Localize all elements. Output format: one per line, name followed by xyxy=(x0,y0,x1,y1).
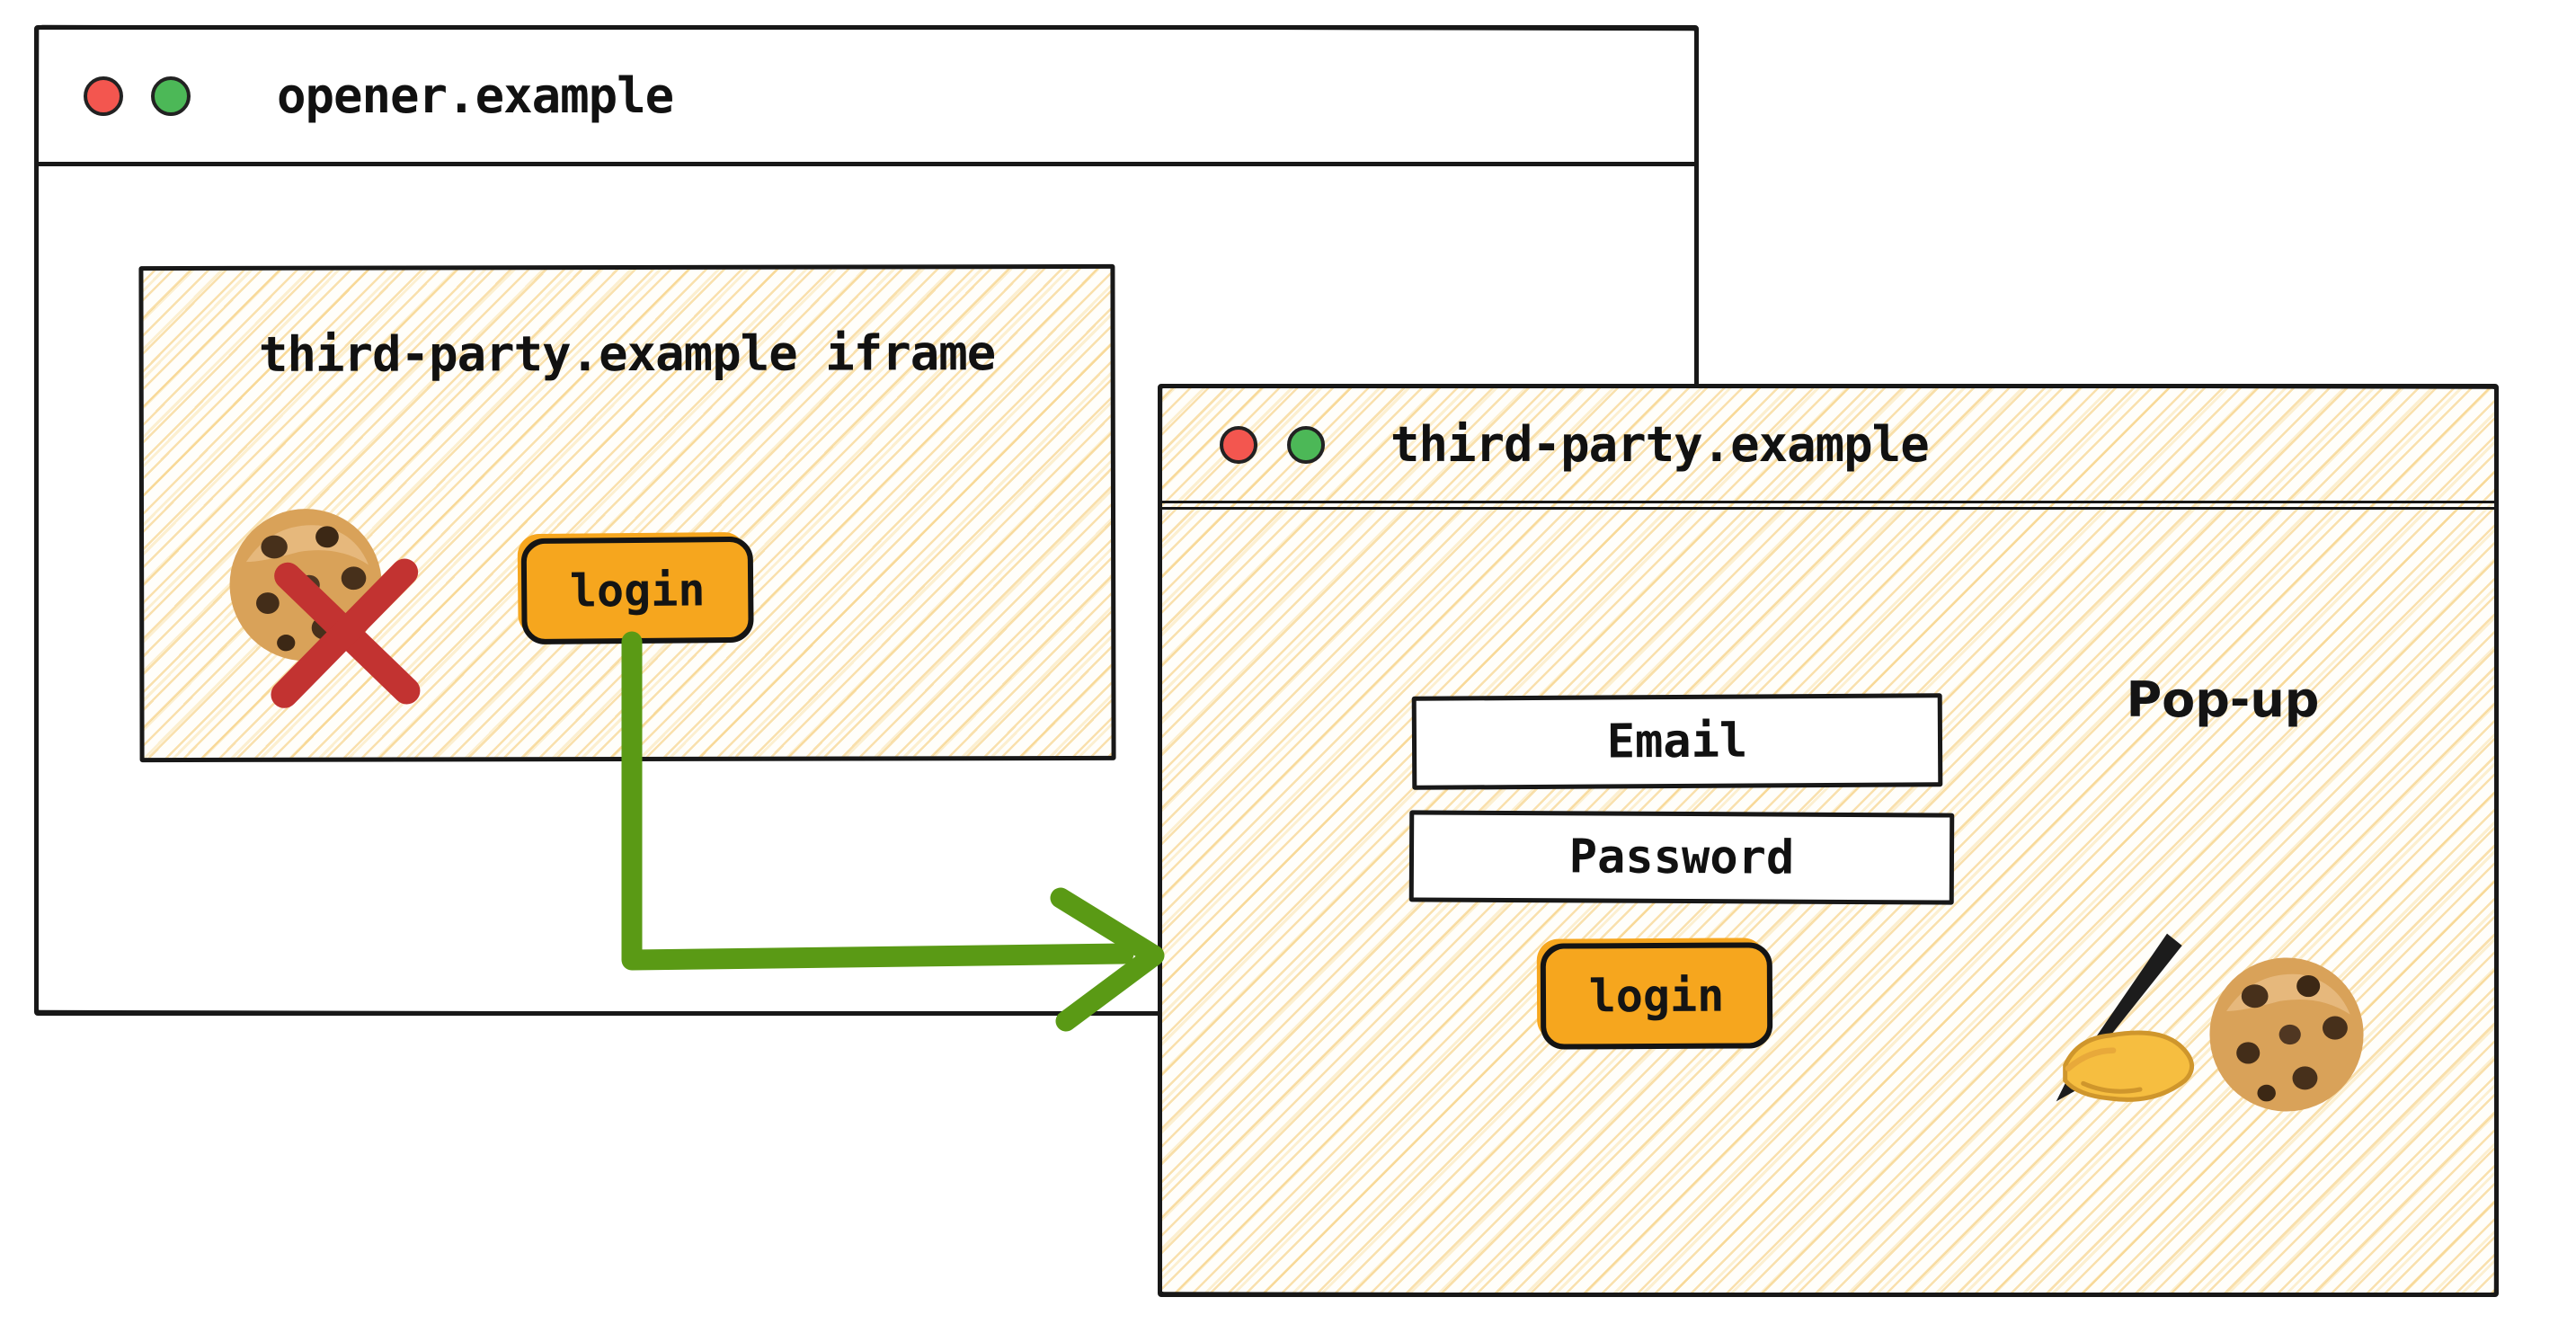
opener-window-title: opener.example xyxy=(277,67,674,124)
window-control-green-icon[interactable] xyxy=(151,76,191,116)
popup-window: third-party.example Email Password login… xyxy=(1158,384,2499,1297)
email-field[interactable]: Email xyxy=(1411,693,1943,790)
password-field[interactable]: Password xyxy=(1408,810,1955,905)
cookie-icon xyxy=(223,502,388,668)
window-control-red-icon[interactable] xyxy=(1220,425,1257,464)
popup-annotation-label: Pop-up xyxy=(2126,671,2320,728)
window-control-green-icon[interactable] xyxy=(1287,425,1325,464)
opener-titlebar: opener.example xyxy=(39,30,1694,166)
third-party-iframe: third-party.example iframe login xyxy=(138,263,1116,763)
iframe-login-button[interactable]: login xyxy=(520,536,754,645)
popup-titlebar: third-party.example xyxy=(1162,388,2494,510)
cookie-icon xyxy=(2203,951,2370,1118)
blocked-red-x-icon xyxy=(271,558,421,708)
popup-login-button[interactable]: login xyxy=(1540,942,1773,1050)
writing-hand-icon xyxy=(2023,928,2203,1107)
iframe-label: third-party.example iframe xyxy=(258,324,996,383)
popup-window-title: third-party.example xyxy=(1390,416,1930,473)
window-control-red-icon[interactable] xyxy=(84,76,123,116)
